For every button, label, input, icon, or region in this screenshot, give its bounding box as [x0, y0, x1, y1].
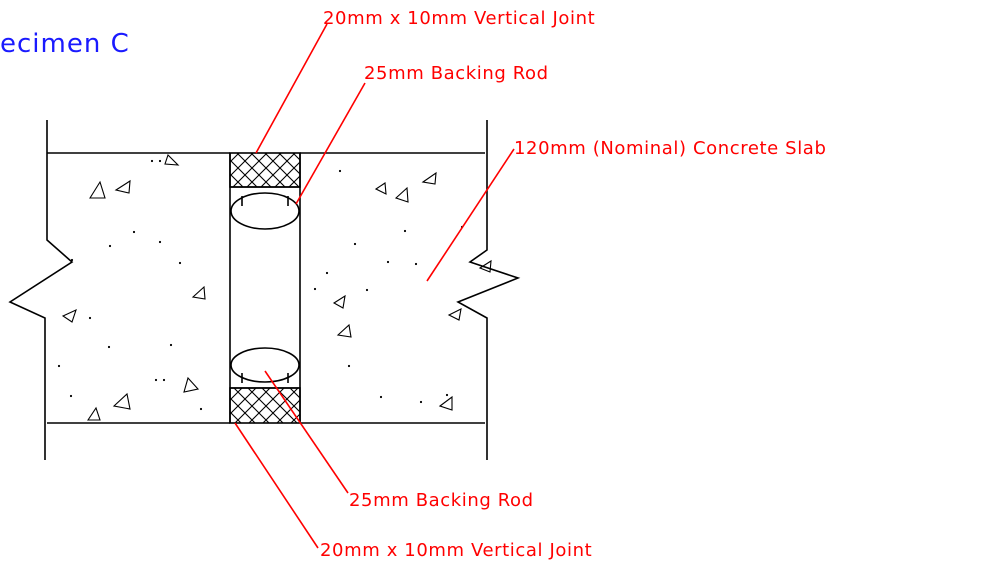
vertical-joint	[229, 152, 301, 424]
leader-vertical-joint-top	[255, 23, 328, 154]
annotation-labels: 20mm x 10mm Vertical Joint 25mm Backing …	[320, 8, 826, 561]
label-backing-rod-bottom: 25mm Backing Rod	[349, 490, 534, 511]
bottom-joint-sealant	[229, 387, 301, 424]
label-vertical-joint-top: 20mm x 10mm Vertical Joint	[323, 8, 595, 29]
leader-concrete-slab	[426, 148, 515, 282]
right-concrete-slab	[299, 120, 521, 460]
leader-vertical-joint-bottom	[234, 422, 319, 549]
label-backing-rod-top: 25mm Backing Rod	[364, 63, 549, 84]
leader-backing-rod-bottom	[264, 370, 349, 494]
label-vertical-joint-bottom: 20mm x 10mm Vertical Joint	[320, 540, 592, 561]
aggregate-dots	[57, 159, 464, 411]
annotation-leaders	[234, 23, 515, 549]
label-concrete-slab: 120mm (Nominal) Concrete Slab	[514, 138, 826, 159]
top-backing-rod	[230, 192, 300, 230]
concrete-aggregate	[61, 153, 492, 421]
leader-backing-rod-top	[295, 82, 366, 205]
left-concrete-slab	[8, 120, 231, 460]
top-joint-sealant	[229, 152, 301, 188]
specimen-title: ecimen C	[0, 29, 130, 59]
bottom-backing-rod	[230, 347, 300, 383]
